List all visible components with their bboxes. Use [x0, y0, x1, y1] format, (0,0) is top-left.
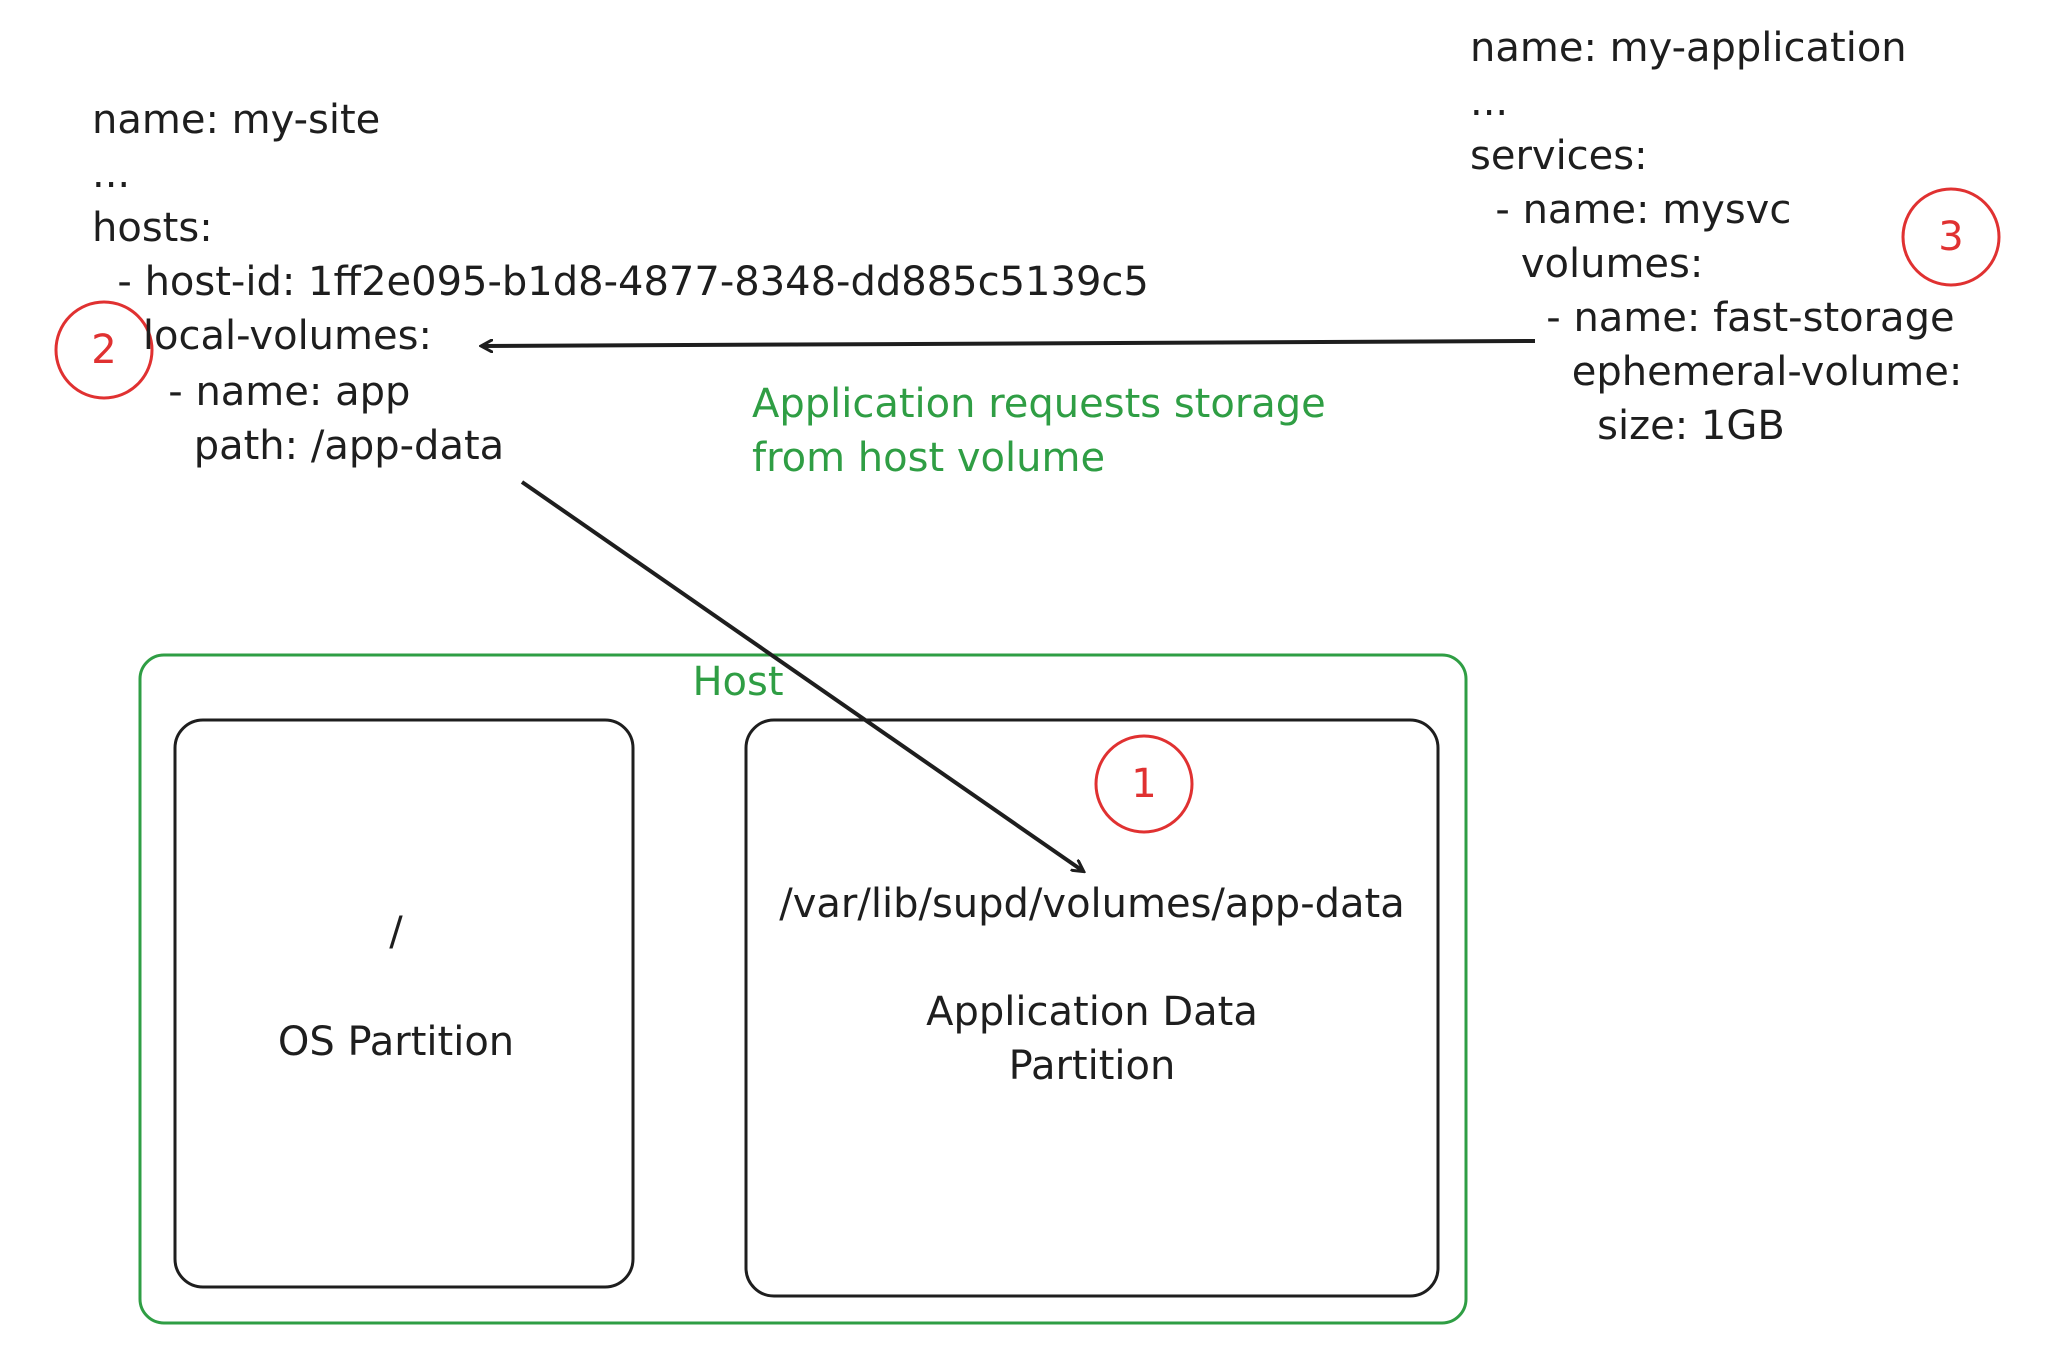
app-config-line: size: 1GB — [1470, 403, 1785, 449]
site-config-line: - name: app — [92, 369, 411, 415]
site-config-line: hosts: — [92, 205, 213, 251]
site-config-line: ... — [92, 151, 131, 197]
app-config-line: services: — [1470, 133, 1648, 179]
host-box — [138, 653, 1468, 1325]
badge-two-circle — [54, 300, 154, 400]
annotation-line-2: from host volume — [752, 435, 1106, 481]
badge-one: 1 — [1131, 761, 1157, 807]
badge-two: 2 — [91, 327, 117, 373]
app-config-line: - name: fast-storage — [1470, 295, 1955, 341]
badge-one-circle — [1094, 734, 1194, 834]
os-partition-box — [173, 718, 635, 1289]
site-config-line: local-volumes: — [92, 313, 432, 359]
request-arrow — [482, 341, 1536, 346]
app-partition-label-2: Partition — [1008, 1043, 1176, 1089]
site-config-line: - host-id: 1ff2e095-b1d8-4877-8348-dd885… — [92, 259, 1149, 305]
annotation-line-1: Application requests storage — [752, 381, 1326, 427]
app-config-line: name: my-application — [1470, 25, 1907, 71]
app-partition-label-1: Application Data — [926, 989, 1258, 1035]
app-config-line: volumes: — [1470, 241, 1704, 287]
badge-three: 3 — [1938, 214, 1964, 260]
site-config-line: path: /app-data — [92, 423, 505, 469]
path-mapping-arrow — [520, 480, 1083, 871]
app-config-line: - name: mysvc — [1470, 187, 1792, 233]
app-partition-box — [744, 718, 1440, 1298]
site-config-line: name: my-site — [92, 97, 381, 143]
app-partition-path: /var/lib/supd/volumes/app-data — [779, 881, 1405, 927]
os-partition-label: OS Partition — [277, 1019, 515, 1065]
host-label: Host — [692, 659, 784, 705]
badge-three-circle — [1901, 187, 2001, 287]
app-config-line: ephemeral-volume: — [1470, 349, 1963, 395]
os-partition-path: / — [389, 909, 403, 955]
app-config-line: ... — [1470, 79, 1509, 125]
